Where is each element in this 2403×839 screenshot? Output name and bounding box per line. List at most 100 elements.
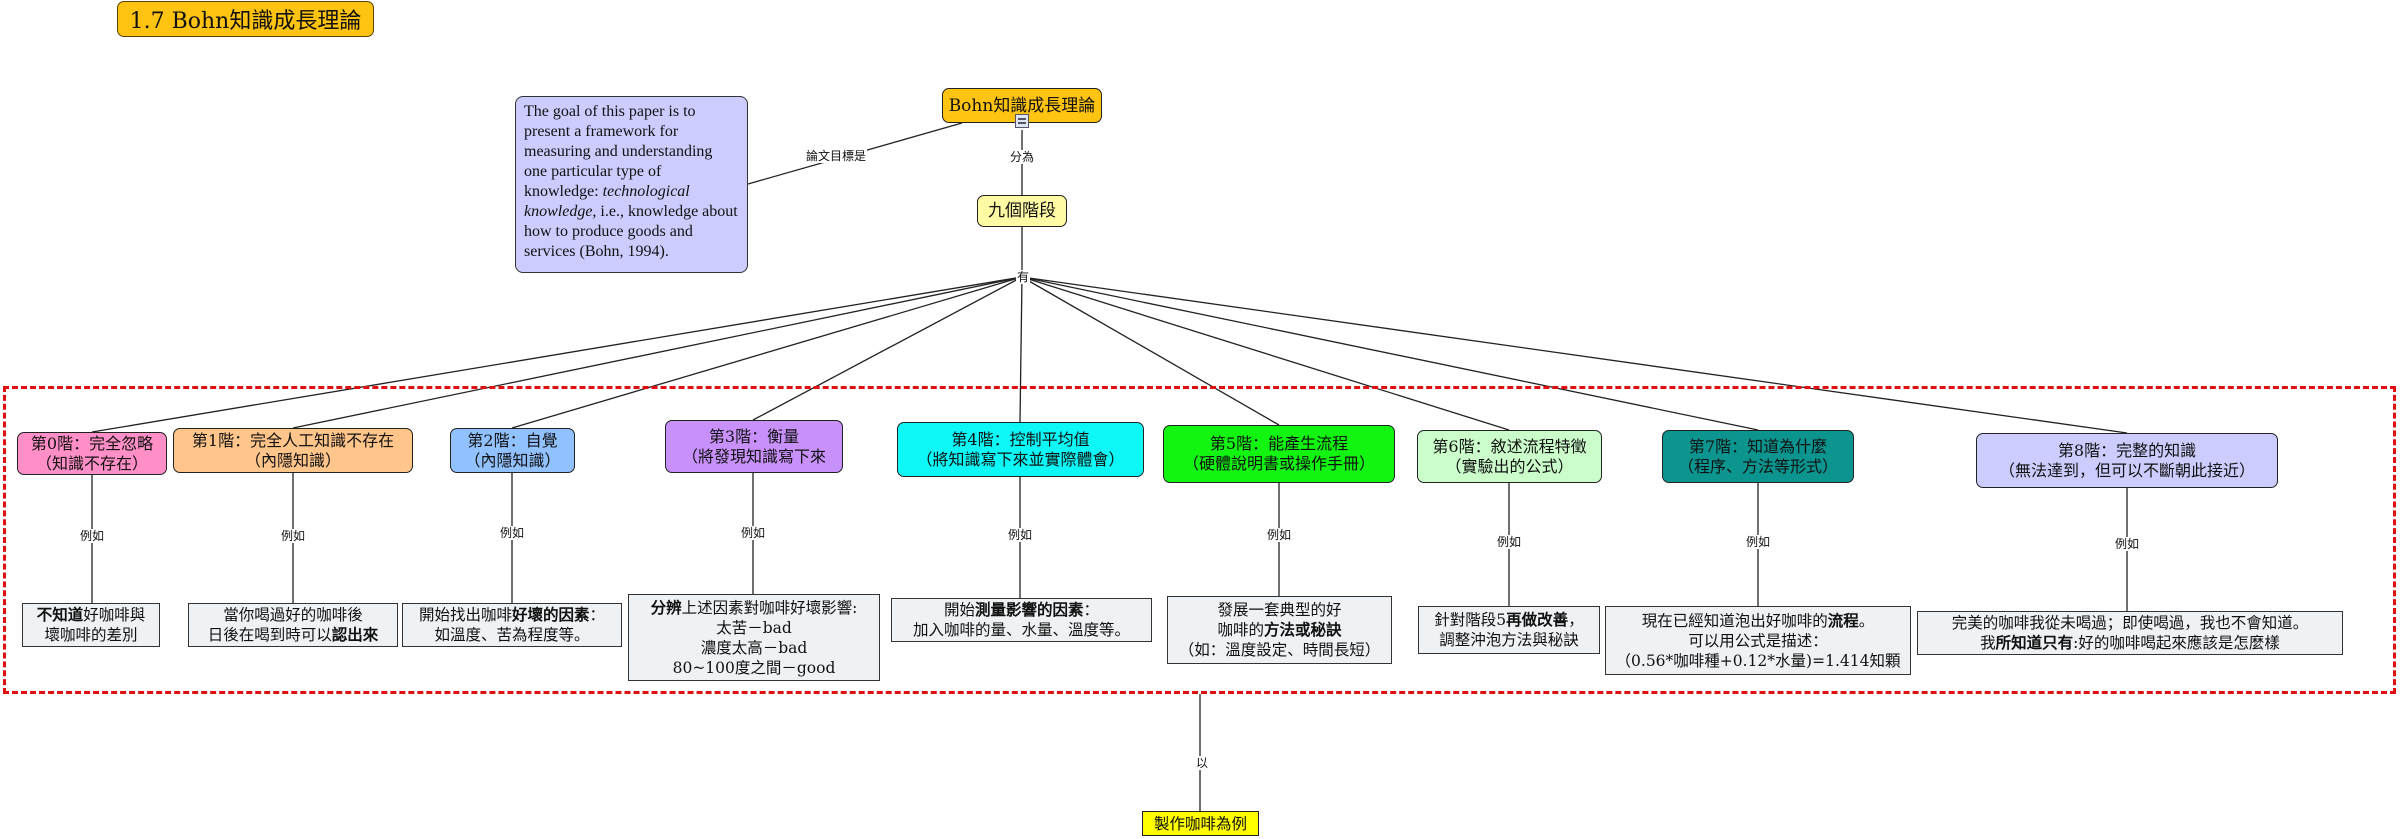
example-text: 咖啡的 [1217, 621, 1264, 639]
example-box-5: 發展一套典型的好 咖啡的方法或秘訣 （如：溫度設定、時間長短） [1167, 596, 1392, 664]
example-text: 上述因素對咖啡好壞影響: [681, 598, 858, 617]
example-box-3: 分辨上述因素對咖啡好壞影響: 太苦－bad 濃度太高－bad 80~100度之間… [628, 594, 880, 681]
goal-text-1: The goal of this paper is to present a f… [524, 103, 713, 200]
stage-subtitle: （知識不存在） [35, 453, 148, 473]
example-text: 如溫度、苦為程度等。 [434, 626, 590, 644]
example-bold: 認出來 [331, 625, 379, 644]
example-text: 濃度太高－bad [700, 638, 808, 657]
example-bold: 方法或秘訣 [1264, 620, 1342, 639]
stage-subtitle: （硬體說明書或操作手冊） [1182, 454, 1375, 473]
example-text: 。 [1858, 611, 1875, 630]
connector-stage-7 [1021, 276, 1759, 431]
stage-node-8[interactable]: 第8階：完整的知識 （無法達到，但可以不斷朝此接近） [1976, 433, 2278, 488]
example-text: 現在已經知道泡出好咖啡的 [1641, 611, 1828, 630]
example-text: 80~100度之間－good [672, 658, 836, 677]
example-box-8: 完美的咖啡我從未喝過；即使喝過，我也不會知道。 我所知道只有:好的咖啡喝起來應該… [1917, 611, 2343, 655]
example-bold: 測量影響的因素 [974, 600, 1084, 619]
stage-subtitle: （實驗出的公式） [1445, 456, 1574, 476]
page-title: 1.7 Bohn知識成長理論 [117, 1, 374, 37]
stage-node-1[interactable]: 第1階：完全人工知識不存在 （內隱知識） [173, 428, 413, 473]
label-example: 例如 [280, 529, 307, 543]
example-box-1: 當你喝過好的咖啡後 日後在喝到時可以認出來 [188, 603, 398, 647]
stage-node-3[interactable]: 第3階：衡量 （將發現知識寫下來 [665, 420, 843, 473]
example-box-0: 不知道好咖啡與 壞咖啡的差別 [22, 603, 160, 647]
connector-stage-2 [511, 276, 1023, 429]
example-box-7: 現在已經知道泡出好咖啡的流程。 可以用公式是描述： （0.56*咖啡種+0.12… [1605, 606, 1911, 675]
stage-node-6[interactable]: 第6階：敘述流程特徵 （實驗出的公式） [1417, 430, 1602, 483]
example-bold: 不知道 [36, 605, 84, 624]
example-text: 加入咖啡的量、水量、溫度等。 [912, 621, 1130, 639]
example-box-4: 開始測量影響的因素： 加入咖啡的量、水量、溫度等。 [891, 598, 1152, 642]
goal-text-italic: technological knowledge, [524, 183, 690, 220]
coffee-example-node[interactable]: 製作咖啡為例 [1142, 811, 1259, 836]
example-text: 發展一套典型的好 [1217, 601, 1342, 619]
connector-stage-1 [292, 276, 1023, 429]
example-text: ： [1083, 601, 1100, 619]
label-by: 以 [1195, 756, 1210, 770]
example-text: 日後在喝到時可以 [207, 626, 332, 644]
example-bold: 分辨 [650, 597, 682, 617]
stage-title: 第0階：完全忽略 [30, 433, 154, 453]
example-text: 針對階段5 [1434, 611, 1507, 629]
example-text: 完美的咖啡我從未喝過；即使喝過，我也不會知道。 [1951, 614, 2309, 632]
example-bold: 所知道只有 [1995, 633, 2074, 652]
label-divided: 分為 [1009, 150, 1036, 164]
example-text: 開始 [943, 601, 975, 619]
example-text: :好的咖啡喝起來應該是怎麼樣 [2073, 634, 2280, 652]
label-example: 例如 [1007, 528, 1034, 542]
label-goal: 論文目標是 [805, 149, 868, 163]
stage-subtitle: （內隱知識） [244, 450, 341, 470]
example-text: 好咖啡與 [83, 606, 146, 624]
label-example: 例如 [1266, 528, 1293, 542]
stage-subtitle: （將發現知識寫下來 [681, 446, 826, 466]
example-box-6: 針對階段5再做改善， 調整沖泡方法與秘訣 [1418, 606, 1600, 654]
paper-goal-note: The goal of this paper is to present a f… [515, 96, 748, 273]
stage-title: 第2階：自覺 [467, 430, 558, 450]
connector-stage-5 [1021, 276, 1280, 426]
stage-node-7[interactable]: 第7階：知道為什麼 （程序、方法等形式） [1662, 430, 1854, 483]
label-example: 例如 [79, 529, 106, 543]
stage-title: 第7階：知道為什麼 [1688, 436, 1828, 456]
label-example: 例如 [740, 526, 767, 540]
example-text: 我 [1980, 634, 1996, 652]
stage-node-2[interactable]: 第2階：自覺 （內隱知識） [450, 428, 575, 473]
example-text: 開始找出咖啡 [418, 606, 512, 624]
stage-node-4[interactable]: 第4階：控制平均值 （將知識寫下來並實際體會） [897, 422, 1144, 477]
example-bold: 再做改善 [1506, 610, 1569, 629]
example-text: 太苦－bad [716, 618, 792, 637]
stages-dashed-frame [3, 386, 2396, 694]
stage-subtitle: （程序、方法等形式） [1677, 456, 1838, 476]
example-text: （0.56*咖啡種+0.12*水量)=1.414知顆 [1615, 651, 1901, 670]
example-text: ： [589, 606, 606, 624]
label-example: 例如 [1745, 535, 1772, 549]
stage-subtitle: （內隱知識） [464, 450, 561, 470]
example-text: （如：溫度設定、時間長短） [1178, 641, 1381, 659]
example-text: 壞咖啡的差別 [44, 626, 138, 644]
stage-title: 第1階：完全人工知識不存在 [191, 430, 395, 450]
example-box-2: 開始找出咖啡好壞的因素： 如溫度、苦為程度等。 [402, 603, 622, 647]
example-text: 當你喝過好的咖啡後 [223, 606, 363, 624]
example-bold: 流程 [1827, 610, 1859, 630]
stage-title: 第4階：控制平均值 [951, 429, 1090, 449]
stage-node-5[interactable]: 第5階：能產生流程 （硬體說明書或操作手冊） [1163, 425, 1395, 483]
connector-stage-0 [91, 276, 1023, 433]
connector-stage-3 [752, 276, 1023, 421]
example-text: 可以用公式是描述： [1688, 631, 1828, 650]
collapse-icon[interactable] [1015, 114, 1029, 128]
connector-stage-6 [1021, 276, 1510, 431]
stage-title: 第8階：完整的知識 [2057, 440, 2197, 460]
hub-node[interactable]: 九個階段 [977, 195, 1067, 227]
stage-title: 第5階：能產生流程 [1209, 434, 1349, 453]
example-bold: 好壞的因素 [511, 605, 590, 624]
root-node[interactable]: Bohn知識成長理論 [942, 88, 1102, 123]
connector-stage-4 [1019, 276, 1023, 423]
stage-node-0[interactable]: 第0階：完全忽略 （知識不存在） [17, 432, 167, 475]
label-example: 例如 [2114, 537, 2141, 551]
stage-subtitle: （無法達到，但可以不斷朝此接近） [1998, 460, 2255, 480]
stage-subtitle: （將知識寫下來並實際體會） [916, 449, 1125, 469]
label-example: 例如 [499, 526, 526, 540]
label-has: 有 [1016, 270, 1031, 284]
label-example: 例如 [1496, 535, 1523, 549]
stage-title: 第6階：敘述流程特徵 [1432, 436, 1587, 456]
stage-title: 第3階：衡量 [708, 426, 800, 446]
